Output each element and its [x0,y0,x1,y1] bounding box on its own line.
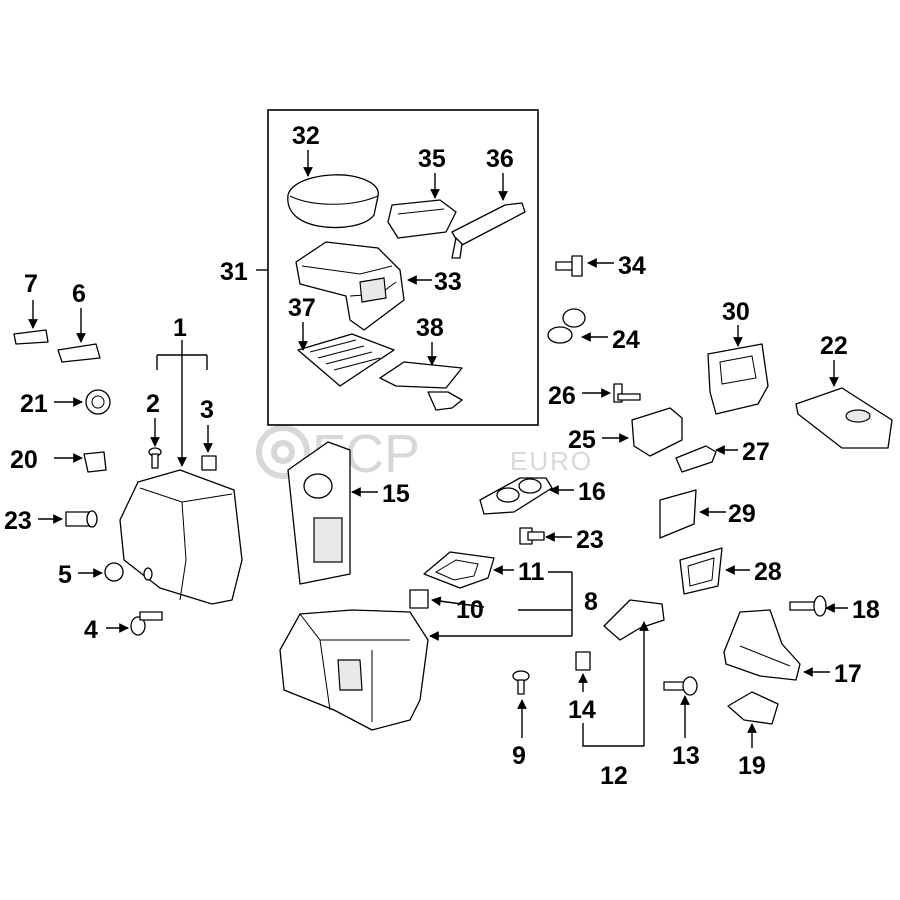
part-1-console-frame [119,469,243,605]
part-15-trim-panel [287,441,351,585]
callout-16: 16 [578,478,606,506]
part-6-pad [57,343,101,363]
callout-37: 37 [288,294,316,322]
part-14-clip [575,651,591,671]
leader-lines [28,150,848,748]
callout-5: 5 [58,561,72,589]
callout-18: 18 [852,596,880,624]
callout-23-right: 23 [576,526,604,554]
callout-14: 14 [568,696,596,724]
part-8-lower-console [279,609,429,731]
callout-36: 36 [486,145,514,173]
part-35-latch [387,199,457,239]
callout-9: 9 [512,742,526,770]
part-30-module [707,343,769,415]
callout-27: 27 [742,438,770,466]
part-38-panel [379,361,463,411]
callout-1: 1 [173,314,187,342]
callout-34: 34 [618,252,646,280]
callout-29: 29 [728,500,756,528]
callout-2: 2 [146,390,160,418]
part-27-clip [675,445,717,473]
callout-33: 33 [434,268,462,296]
part-4-bolt [130,611,163,636]
callout-11: 11 [518,558,545,586]
callout-10: 10 [456,596,484,624]
callout-38: 38 [416,314,444,342]
part-3-clip [201,455,217,471]
part-12-bracket [603,599,665,641]
part-5-ring [104,562,124,582]
part-17-rear-console [723,609,801,681]
callout-24: 24 [612,326,640,354]
part-7-pad [13,329,49,345]
part-21-plug [85,389,111,415]
part-26-screw [613,383,641,403]
part-29-plate [659,489,697,539]
callout-30: 30 [722,298,750,326]
part-23-bolt-right [519,527,545,545]
part-11-gasket [423,551,495,589]
part-16-cup-holder [479,477,553,515]
part-25-switch-housing [631,407,683,457]
watermark-suffix: EURO [510,446,593,476]
part-9-screw [512,670,530,695]
callout-15: 15 [382,480,410,508]
callout-labels: 1 2 3 4 5 6 7 8 9 10 11 12 13 14 15 16 1… [4,122,880,790]
part-34-bolt [555,255,583,277]
callout-17: 17 [834,660,862,688]
part-22-tray [795,387,893,449]
part-37-tray [297,333,395,387]
callout-7: 7 [24,270,38,298]
callout-23-left: 23 [4,507,32,535]
part-10-pad [409,589,429,609]
callout-13: 13 [672,742,700,770]
callout-12: 12 [600,762,628,790]
armrest-inset-box [267,109,539,426]
callout-4: 4 [84,616,98,644]
callout-20: 20 [10,446,38,474]
callout-8: 8 [584,588,598,616]
callout-22: 22 [820,332,848,360]
callout-28: 28 [754,558,782,586]
part-33-armrest-base [295,241,405,331]
callout-19: 19 [738,752,766,780]
callout-3: 3 [200,396,214,424]
callout-26: 26 [548,382,576,410]
callout-21: 21 [20,390,48,418]
part-32-armrest-lid [287,174,379,229]
part-24-cap [547,308,586,344]
callout-25: 25 [568,426,596,454]
callout-32: 32 [292,122,320,150]
callout-6: 6 [72,280,86,308]
part-36-bracket [451,202,526,259]
part-13-bolt [663,676,698,696]
callout-31: 31 [220,258,248,286]
part-18-screw [789,595,827,617]
part-23-bolt-left [65,510,98,528]
part-20-clip [83,451,107,473]
part-19-pad [727,691,779,725]
part-28-frame [679,547,723,595]
callout-35: 35 [418,145,446,173]
part-2-pin [148,447,162,469]
